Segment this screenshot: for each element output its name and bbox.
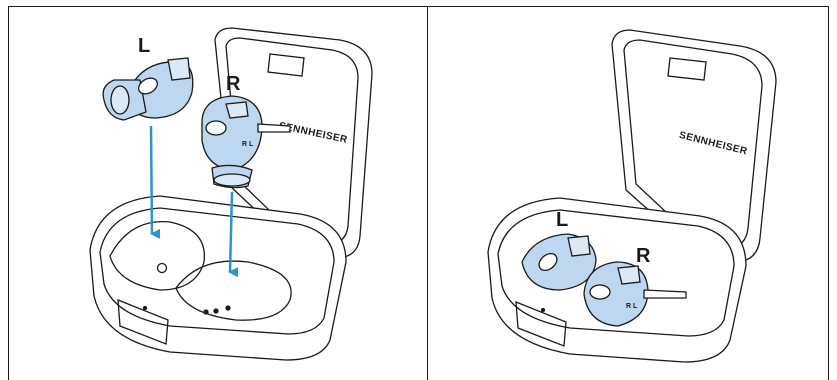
left-earbud [103, 58, 193, 120]
label-left-bud-2: L [556, 209, 568, 231]
bud-marks-left: R L [242, 141, 254, 148]
bud-marks-right: R L [626, 303, 638, 310]
label-left-bud-1: L [138, 35, 150, 57]
panel-right: SENNHEISER L R L R [488, 30, 776, 362]
label-right-bud-2: R [636, 245, 651, 267]
panel-left: SENNHEISER L [90, 28, 372, 360]
label-right-bud-1: R [226, 73, 241, 95]
insert-arrow-left [151, 126, 152, 234]
case-base-left [90, 196, 346, 360]
